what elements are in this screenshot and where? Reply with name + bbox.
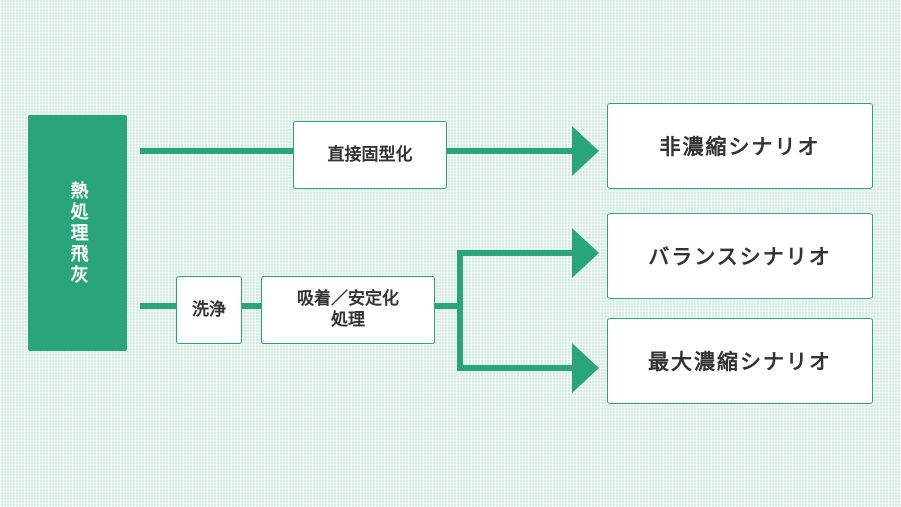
scenario-box-max-concentration: 最大濃縮シナリオ (607, 318, 873, 404)
arrowhead-balance (572, 228, 599, 278)
process-label-washing: 洗浄 (192, 299, 226, 320)
arrowhead-maxconc (572, 343, 599, 393)
scenario-label-non-concentration: 非濃縮シナリオ (659, 135, 821, 159)
process-box-adsorption: 吸着／安定化 処理 (261, 276, 435, 344)
scenario-box-non-concentration: 非濃縮シナリオ (607, 103, 873, 189)
source-block-heat-treated-fly-ash: 熱処理飛灰 (28, 115, 127, 351)
scenario-label-balance: バランスシナリオ (648, 245, 832, 269)
process-label-direct: 直接固型化 (327, 144, 413, 165)
process-label-adsorption: 吸着／安定化 処理 (297, 289, 399, 330)
arrowhead-nonconc (572, 126, 599, 176)
process-box-direct-solidification: 直接固型化 (293, 121, 447, 189)
process-box-washing: 洗浄 (176, 276, 242, 344)
source-label: 熱処理飛灰 (67, 180, 89, 286)
scenario-box-balance: バランスシナリオ (607, 213, 873, 299)
scenario-label-max-concentration: 最大濃縮シナリオ (648, 350, 832, 374)
